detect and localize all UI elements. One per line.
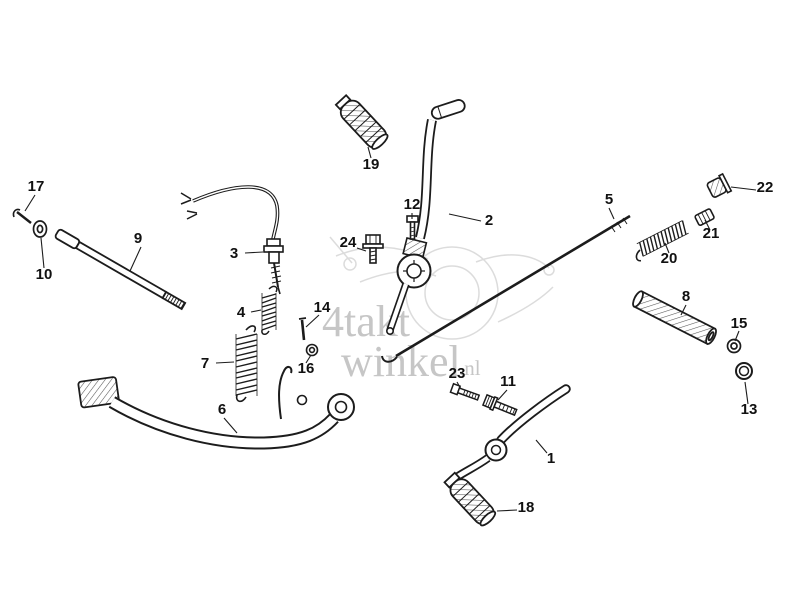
leader-8 xyxy=(680,304,687,316)
callout-21: 21 xyxy=(703,225,720,242)
callout-19: 19 xyxy=(363,156,380,173)
part-2-kickstart-lever xyxy=(385,99,466,335)
leader-20 xyxy=(664,242,670,254)
leader-4 xyxy=(250,309,262,313)
leader-14 xyxy=(305,314,320,328)
leader-11 xyxy=(497,389,508,401)
leader-1 xyxy=(535,439,548,454)
part-23-bolt xyxy=(449,382,481,401)
part-18-footpeg-rubber xyxy=(443,471,497,527)
callout-6: 6 xyxy=(218,401,226,418)
part-4-spring xyxy=(261,285,278,335)
leader-5 xyxy=(608,207,615,220)
leader-lines xyxy=(24,146,757,512)
callout-1: 1 xyxy=(547,450,555,467)
callout-5: 5 xyxy=(605,191,613,208)
callout-4: 4 xyxy=(237,304,246,321)
part-20-spring xyxy=(635,220,689,262)
callout-7: 7 xyxy=(201,355,209,372)
watermark: 4takt winkel .nl xyxy=(322,236,555,386)
leader-19 xyxy=(367,146,372,159)
leader-16 xyxy=(305,354,312,364)
part-3-cable xyxy=(180,185,284,295)
callout-18: 18 xyxy=(518,499,535,516)
callout-17: 17 xyxy=(28,178,45,195)
leader-6 xyxy=(223,417,238,434)
part-24-flange-bolt xyxy=(362,234,384,264)
callout-11: 11 xyxy=(500,373,516,390)
leader-15 xyxy=(734,330,740,342)
callout-16: 16 xyxy=(298,360,315,377)
part-13-nut xyxy=(735,362,753,380)
part-16-washer xyxy=(305,343,319,357)
part-1-gear-pedal xyxy=(454,384,571,481)
callout-3: 3 xyxy=(230,245,238,262)
part-9-rod xyxy=(54,228,187,311)
leader-17 xyxy=(24,194,36,212)
callout-12: 12 xyxy=(404,196,421,213)
callout-2: 2 xyxy=(485,212,493,229)
part-5-rod xyxy=(381,214,631,363)
part-15-washer xyxy=(726,338,742,354)
leader-24 xyxy=(356,247,367,252)
part-7-spring xyxy=(235,325,258,403)
leader-10 xyxy=(40,237,45,269)
part-6-brake-pedal xyxy=(77,365,355,450)
callout-24: 24 xyxy=(340,234,357,251)
callout-13: 13 xyxy=(741,401,758,418)
part-10-washer xyxy=(32,220,48,238)
part-19-footpeg-rubber xyxy=(334,93,389,150)
leader-2 xyxy=(448,213,482,222)
leader-13 xyxy=(744,381,749,405)
callout-20: 20 xyxy=(661,250,678,267)
part-14-pin xyxy=(298,317,307,341)
leader-7 xyxy=(215,361,235,364)
callout-15: 15 xyxy=(731,315,748,332)
callout-8: 8 xyxy=(682,288,690,305)
leader-22 xyxy=(730,186,757,191)
callout-10: 10 xyxy=(36,266,53,283)
leader-18 xyxy=(496,509,518,512)
watermark-tld: .nl xyxy=(459,356,481,380)
leader-3 xyxy=(244,251,264,254)
part-11-bolt xyxy=(481,393,518,417)
callout-14: 14 xyxy=(314,299,331,316)
part-8-sleeve xyxy=(632,290,717,346)
callout-22: 22 xyxy=(757,179,774,196)
callout-labels: 1 2 3 4 5 6 7 8 9 10 11 12 13 14 15 16 1… xyxy=(28,156,774,516)
part-22-cap xyxy=(706,172,733,198)
part-17-cotter-pin xyxy=(12,208,32,224)
watermark-word2: winkel xyxy=(341,337,461,386)
callout-9: 9 xyxy=(134,230,142,247)
leader-23 xyxy=(456,381,462,390)
part-21-bushing xyxy=(694,208,715,227)
leader-21 xyxy=(704,219,711,231)
leader-9 xyxy=(129,246,142,272)
callout-23: 23 xyxy=(449,365,466,382)
